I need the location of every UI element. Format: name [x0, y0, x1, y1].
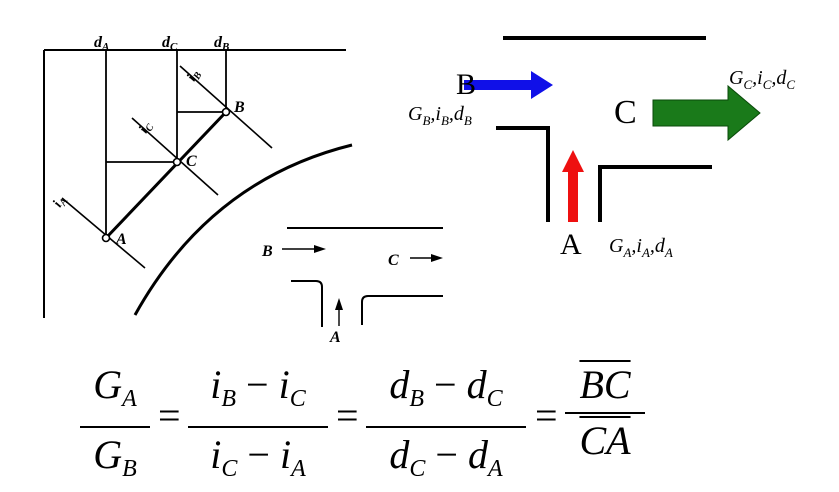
- inlet-a-arrow: [562, 150, 584, 222]
- right-junction-labels: B C A GB,iB,dB GA,iA,dA GC,iC,dC: [408, 67, 795, 261]
- fraction-i: iB − iC iC − iA: [188, 362, 328, 492]
- outlet-c-arrow: [652, 84, 761, 142]
- small-label-C: C: [388, 252, 399, 269]
- equals-sign-2: =: [336, 393, 359, 438]
- fraction-i-denominator: iC − iA: [210, 432, 306, 482]
- fraction-i-bar: [188, 426, 328, 428]
- small-arrow-B-head: [314, 245, 326, 253]
- left-diagram: [43, 49, 353, 318]
- point-C-label: C: [186, 153, 197, 170]
- c-params: GC,iC,dC: [729, 67, 795, 92]
- slope-label-iA: iA: [50, 193, 70, 211]
- fraction-d-numerator: dB − dC: [389, 362, 503, 412]
- right-right-wall: [598, 165, 712, 222]
- right-junction: [496, 36, 712, 222]
- b-params: GB,iB,dB: [408, 103, 472, 128]
- label-dB: dB: [214, 34, 229, 53]
- line-ACB: [104, 110, 228, 240]
- slope-line-B: [179, 65, 273, 149]
- fraction-G: GA GB: [80, 362, 150, 492]
- curve: [133, 143, 353, 316]
- inlet-b-label: B: [456, 68, 476, 101]
- fraction-d-bar: [366, 426, 526, 428]
- inlet-b-arrow: [464, 71, 553, 99]
- small-arrow-A-head: [335, 298, 343, 310]
- slope-label-iB: iB: [184, 67, 204, 85]
- fraction-G-denominator: GB: [93, 432, 137, 482]
- a-params: GA,iA,dA: [609, 235, 673, 260]
- point-B-marker: [221, 107, 231, 117]
- fraction-G-numerator: GA: [93, 362, 137, 412]
- small-junction: [282, 227, 443, 327]
- point-B-label: B: [233, 99, 245, 116]
- fraction-G-bar: [80, 426, 150, 428]
- fraction-segments-bar: [565, 412, 645, 414]
- small-arrow-C-head: [431, 254, 443, 262]
- small-right-wall: [361, 295, 443, 325]
- outlet-c-label: C: [614, 94, 637, 131]
- fraction-i-numerator: iB − iC: [210, 362, 306, 412]
- point-A-marker: [101, 233, 111, 243]
- point-C-marker: [172, 157, 182, 167]
- segment-BC: BC: [579, 362, 631, 407]
- left-diagram-labels: dA dC dB A B C iA iB iC: [50, 34, 245, 248]
- small-junction-labels: B C A: [261, 243, 399, 346]
- label-dA: dA: [94, 34, 109, 53]
- label-dC: dC: [162, 34, 178, 53]
- equals-sign-1: =: [158, 393, 181, 438]
- point-A-label: A: [115, 231, 127, 248]
- right-left-wall: [496, 126, 550, 222]
- segment-CA: CA: [579, 418, 631, 463]
- fraction-d-denominator: dC − dA: [389, 432, 503, 482]
- small-label-A: A: [329, 329, 341, 346]
- equals-sign-3: =: [535, 393, 558, 438]
- inlet-a-label: A: [560, 228, 582, 261]
- fraction-d: dB − dC dC − dA: [366, 362, 526, 492]
- fraction-segments: BC CA: [565, 362, 645, 464]
- slope-label-iC: iC: [136, 119, 156, 137]
- small-label-B: B: [261, 243, 273, 260]
- slope-line-C: [131, 117, 219, 196]
- slope-line-A: [61, 197, 146, 269]
- mixing-equation: GA GB = iB − iC iC − iA = dB − dC dC − d…: [80, 362, 760, 482]
- small-left-wall: [291, 280, 323, 327]
